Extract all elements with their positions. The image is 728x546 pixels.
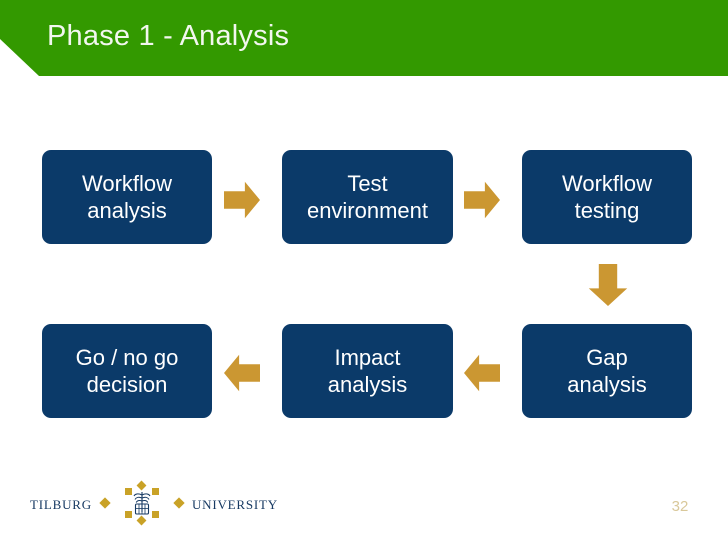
flow-node-workflow-testing[interactable]: Workflow testing	[522, 150, 692, 244]
flow-node-label: Gap analysis	[567, 345, 647, 397]
header-banner	[0, 0, 728, 76]
arrow-right-icon	[224, 181, 260, 219]
logo-word-university: University	[191, 492, 278, 514]
diamond-icon	[99, 497, 111, 509]
flow-node-label: Workflow analysis	[81, 171, 173, 223]
arrow-down-icon	[588, 264, 628, 306]
flow-node-gap-analysis[interactable]: Gap analysis	[522, 324, 692, 418]
arrow-left-icon	[464, 354, 500, 392]
page-title: Phase 1 - Analysis	[47, 20, 290, 52]
logo-word-tilburg: Tilburg	[30, 492, 92, 514]
arrow-right-icon	[464, 181, 500, 219]
university-logo: Tilburg University	[30, 480, 278, 526]
arrow-left-icon	[224, 354, 260, 392]
flow-node-test-environment[interactable]: Test environment	[282, 150, 453, 244]
page-number: 32	[671, 498, 689, 515]
flow-node-impact-analysis[interactable]: Impact analysis	[282, 324, 453, 418]
flow-node-go-no-go-decision[interactable]: Go / no go decision	[42, 324, 212, 418]
flow-node-label: Impact analysis	[327, 345, 408, 397]
flow-node-label: Workflow testing	[561, 171, 653, 223]
diamond-icon	[173, 497, 185, 509]
crest-icon	[118, 480, 166, 526]
flow-node-label: Go / no go decision	[75, 345, 179, 397]
crest-seal-icon	[133, 492, 151, 515]
flow-node-label: Test environment	[306, 171, 429, 223]
flow-node-workflow-analysis[interactable]: Workflow analysis	[42, 150, 212, 244]
